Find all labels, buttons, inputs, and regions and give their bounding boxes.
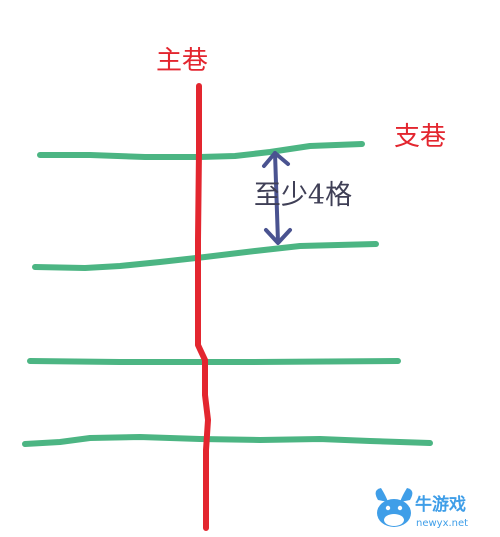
bull-logo-icon xyxy=(375,488,413,527)
main-lane xyxy=(195,83,211,531)
watermark-url: newyx.net xyxy=(416,518,468,529)
branch-lane-2 xyxy=(32,241,379,271)
gap-arrow xyxy=(262,151,292,245)
branch-lane-label: 支巷 xyxy=(394,122,446,152)
watermark-name: 牛游戏 xyxy=(415,494,466,515)
watermark: 牛游戏 newyx.net xyxy=(375,488,468,529)
branch-lane-3 xyxy=(27,358,401,365)
main-lane-label: 主巷 xyxy=(156,46,208,76)
branch-lane-4 xyxy=(22,434,433,447)
branch-lane-1 xyxy=(37,141,365,160)
min-gap-label: 至少4格 xyxy=(254,180,352,211)
